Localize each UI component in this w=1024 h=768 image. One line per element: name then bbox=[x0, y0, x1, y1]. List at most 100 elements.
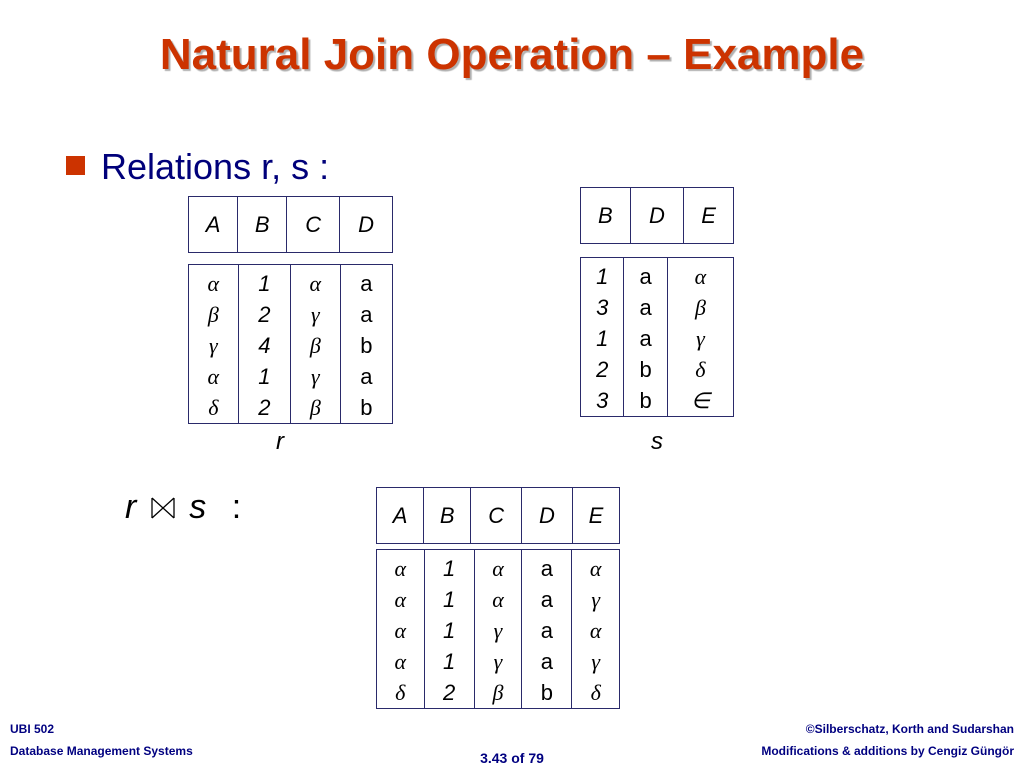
table-cell: 2 bbox=[443, 680, 456, 705]
table-cell: α bbox=[394, 556, 407, 581]
table-cell: ∈ bbox=[690, 388, 710, 413]
table-cell: α bbox=[589, 556, 602, 581]
r-header-A: A bbox=[187, 196, 239, 253]
table-cell: α bbox=[394, 587, 407, 612]
square-bullet-icon bbox=[66, 156, 85, 175]
footer-course: UBI 502 bbox=[10, 722, 55, 736]
result-column-B: 1 1 1 1 2 bbox=[423, 549, 475, 709]
table-cell: δ bbox=[395, 680, 406, 705]
table-cell: δ bbox=[695, 357, 706, 382]
table-cell: b bbox=[540, 680, 553, 705]
table-cell: b bbox=[360, 333, 373, 358]
table-cell: b bbox=[360, 395, 373, 420]
s-header-E: E bbox=[683, 187, 734, 244]
table-cell: 1 bbox=[443, 618, 456, 643]
bullet-relations: Relations r, s : bbox=[66, 146, 329, 188]
r-header-D: D bbox=[339, 196, 393, 253]
table-cell: a bbox=[639, 264, 652, 289]
table-cell: β bbox=[492, 680, 504, 705]
bullet-text: Relations r, s : bbox=[101, 146, 330, 187]
table-cell: 1 bbox=[596, 264, 609, 289]
slide-title: Natural Join Operation – Example bbox=[159, 30, 865, 79]
table-cell: b bbox=[639, 388, 652, 413]
result-header-A: A bbox=[375, 487, 425, 544]
table-cell: α bbox=[492, 556, 504, 581]
table-cell: γ bbox=[493, 649, 503, 674]
table-cell: a bbox=[360, 302, 373, 327]
table-cell: γ bbox=[310, 364, 320, 389]
result-header-B: B bbox=[423, 487, 472, 544]
table-cell: 2 bbox=[596, 357, 609, 382]
table-cell: α bbox=[589, 618, 602, 643]
table-cell: γ bbox=[591, 587, 601, 612]
table-cell: a bbox=[540, 618, 553, 643]
table-cell: 3 bbox=[596, 388, 609, 413]
table-cell: γ bbox=[591, 649, 601, 674]
footer-page-number: 3.43 of 79 bbox=[480, 750, 544, 766]
table-cell: 1 bbox=[443, 556, 456, 581]
table-cell: δ bbox=[590, 680, 601, 705]
table-cell: b bbox=[639, 357, 652, 382]
join-colon: : bbox=[231, 488, 242, 526]
table-cell: α bbox=[492, 587, 504, 612]
table-cell: β bbox=[309, 333, 321, 358]
table-cell: γ bbox=[208, 333, 218, 358]
s-header-D: D bbox=[629, 187, 685, 244]
table-cell: a bbox=[540, 587, 553, 612]
footer-copyright: ©Silberschatz, Korth and Sudarshan bbox=[805, 722, 1014, 736]
table-cell: α bbox=[694, 264, 707, 289]
table-cell: γ bbox=[310, 302, 320, 327]
natural-join-icon bbox=[151, 497, 175, 519]
table-cell: β bbox=[207, 302, 219, 327]
table-cell: 2 bbox=[258, 302, 271, 327]
table-cell: β bbox=[309, 395, 321, 420]
table-cell: a bbox=[360, 364, 373, 389]
r-header-B: B bbox=[237, 196, 288, 253]
table-cell: 2 bbox=[258, 395, 271, 420]
result-header-C: C bbox=[470, 487, 523, 544]
relation-r-label: r bbox=[276, 428, 284, 455]
table-cell: a bbox=[540, 649, 553, 674]
table-cell: α bbox=[309, 271, 322, 296]
footer-course-name: Database Management Systems bbox=[10, 744, 193, 758]
table-cell: γ bbox=[696, 326, 705, 351]
join-left-operand: r bbox=[125, 488, 137, 526]
relation-s-label: s bbox=[651, 428, 663, 455]
table-cell: δ bbox=[208, 395, 219, 420]
r-header-C: C bbox=[286, 196, 341, 253]
table-cell: α bbox=[394, 649, 407, 674]
footer-modifications: Modifications & additions by Cengiz Güng… bbox=[761, 744, 1014, 758]
table-cell: α bbox=[207, 364, 220, 389]
join-right-operand: s bbox=[189, 488, 207, 526]
result-header-E: E bbox=[571, 487, 621, 544]
table-cell: α bbox=[207, 271, 220, 296]
table-cell: 1 bbox=[258, 364, 271, 389]
join-expression: r s : bbox=[125, 488, 241, 527]
table-cell: 1 bbox=[443, 649, 456, 674]
table-cell: a bbox=[360, 271, 373, 296]
table-cell: γ bbox=[493, 618, 503, 643]
table-cell: α bbox=[394, 618, 407, 643]
table-cell: β bbox=[694, 295, 706, 320]
s-header-B: B bbox=[580, 187, 631, 244]
table-cell: 1 bbox=[443, 587, 456, 612]
table-cell: a bbox=[639, 295, 652, 320]
result-header-D: D bbox=[521, 487, 573, 544]
